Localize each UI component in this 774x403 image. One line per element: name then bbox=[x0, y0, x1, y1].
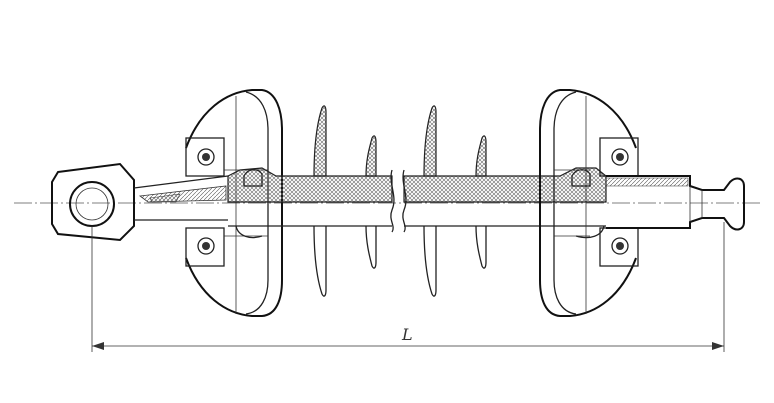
hex-bolt-icon bbox=[197, 237, 215, 255]
hex-bolt-icon bbox=[611, 237, 629, 255]
shed-large-right bbox=[423, 105, 437, 297]
shed-large-left bbox=[313, 105, 327, 297]
dimension-label: L bbox=[401, 325, 413, 344]
hex-bolt-icon bbox=[197, 148, 215, 166]
hex-bolt-icon bbox=[611, 148, 629, 166]
right-corona-ring bbox=[539, 89, 637, 317]
eye-hole bbox=[69, 181, 115, 227]
shed-small-left bbox=[365, 135, 377, 269]
core-rod-housing bbox=[227, 167, 607, 239]
length-dimension: L bbox=[91, 222, 725, 352]
arrow-left-icon bbox=[92, 342, 104, 350]
shed-small-right bbox=[475, 135, 487, 269]
left-eye-fitting bbox=[51, 162, 229, 242]
right-ball-fitting bbox=[605, 175, 745, 231]
left-clamp bbox=[185, 137, 236, 267]
arrow-right-icon bbox=[712, 342, 724, 350]
